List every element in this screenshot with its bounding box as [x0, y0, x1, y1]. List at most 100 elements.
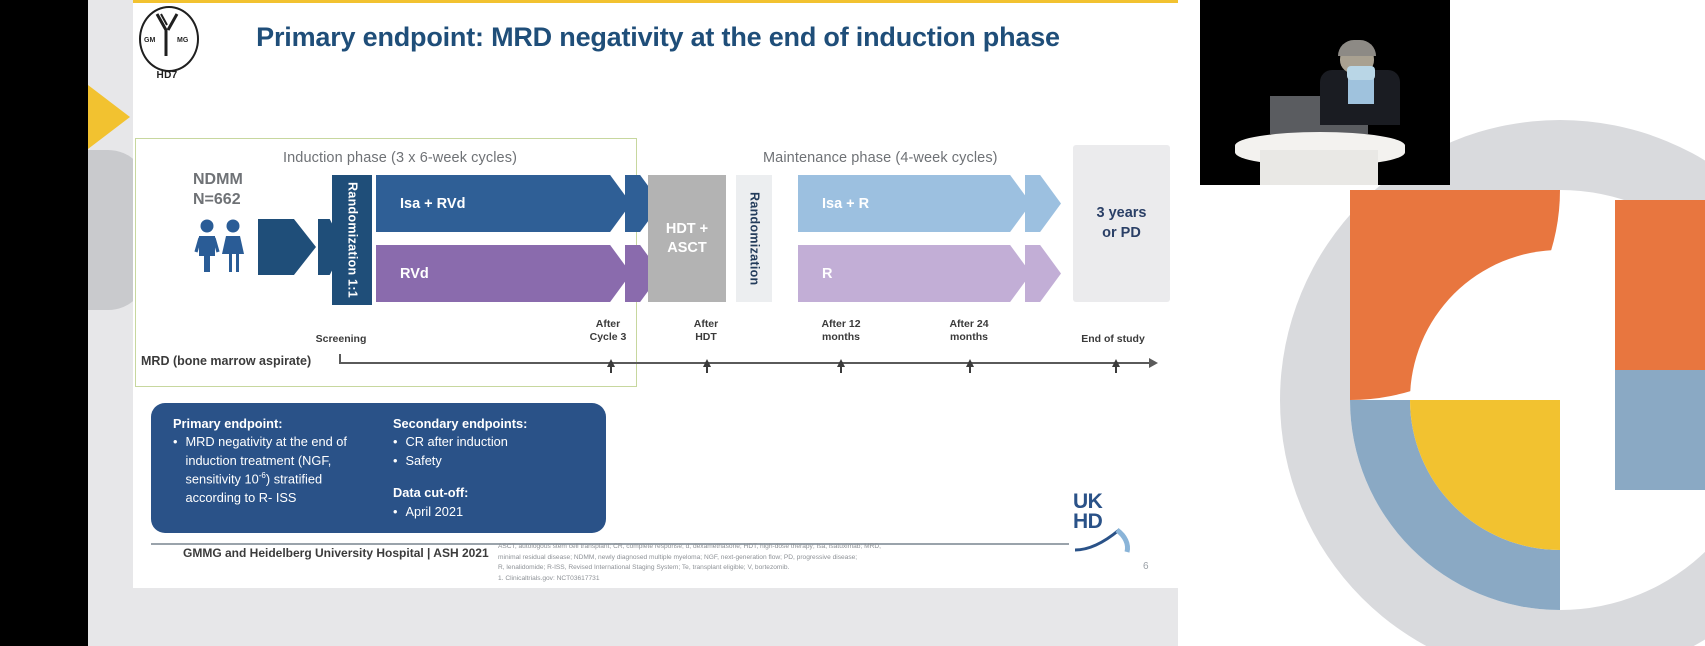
speaker-video-thumbnail[interactable]	[1200, 0, 1450, 185]
abbr-line-2: minimal residual disease; NDMM, newly di…	[498, 553, 858, 561]
study-end-line2: or PD	[1102, 224, 1141, 241]
pe-l3: (NGF, sensitivity 10	[185, 452, 332, 487]
pe-l4: stratified according to R-	[185, 471, 323, 505]
presentation-slide: GM MG HD7 Primary endpoint: MRD negativi…	[133, 0, 1178, 588]
abbr-line-3: R, lenalidomide; R-ISS, Revised Internat…	[498, 564, 790, 572]
data-cutoff-item: • April 2021	[393, 503, 588, 521]
patients-icon	[194, 219, 244, 272]
tp2-line1: After	[693, 318, 719, 330]
abbr-line-1: ASCT, autologous stem cell transplant; C…	[498, 543, 881, 550]
maintenance-phase-header: Maintenance phase (4-week cycles)	[763, 150, 998, 166]
slide-page-number: 6	[1143, 561, 1149, 572]
timepoint-label-after-12-months: After 12 months	[801, 318, 881, 344]
mrd-marker-stem-2	[706, 365, 708, 373]
mrd-marker-stem-3	[840, 365, 842, 373]
arm-isa-r-chevron-2-icon	[1025, 175, 1061, 232]
population-label: NDMM N=662	[193, 170, 243, 210]
slide-top-rule	[133, 0, 1178, 3]
footer-attribution: GMMG and Heidelberg University Hospital …	[183, 546, 489, 560]
timepoint-label-end-of-study: End of study	[1081, 333, 1145, 345]
speaker-hair	[1338, 40, 1376, 56]
decorative-background-panel	[1175, 0, 1705, 646]
letterbox-left	[0, 0, 88, 646]
podium-base	[1260, 150, 1378, 185]
tp4-line2: months	[950, 331, 988, 344]
tp3-line2: months	[822, 331, 860, 344]
mrd-axis-label: MRD (bone marrow aspirate)	[141, 354, 312, 368]
randomization-2-label: Randomization	[747, 191, 762, 286]
mrd-marker-arrow-5-icon	[1112, 359, 1120, 367]
arm-rvd-label: RVd	[400, 265, 429, 282]
slide-title: Primary endpoint: MRD negativity at the …	[256, 22, 1060, 52]
tp4-line1: After 24	[949, 318, 989, 330]
mrd-marker-stem-1	[610, 365, 612, 373]
abbr-line-4: 1. Clinicaltrials.gov: NCT03617731	[498, 574, 600, 582]
pe-l1: MRD negativity at the end	[185, 434, 333, 450]
footer-abbreviations: ASCT, autologous stem cell transplant; C…	[498, 542, 1028, 584]
timepoint-label-after-hdt: After HDT	[671, 318, 741, 344]
arm-r-label: R	[822, 265, 833, 282]
secondary-endpoint-item-2: • Safety	[393, 452, 588, 470]
arm-r-chevron-2-icon	[1025, 245, 1061, 302]
ukhd-swoosh-icon	[1074, 528, 1130, 553]
data-cutoff-text: April 2021	[405, 503, 464, 519]
logo-subtext: HD7	[156, 70, 178, 81]
induction-phase-header: Induction phase (3 x 6-week cycles)	[283, 150, 517, 166]
primary-endpoint-text: MRD negativity at the end of induction t…	[185, 433, 378, 507]
study-end-box: 3 years or PD	[1073, 145, 1170, 302]
hdt-asct-box: HDT + ASCT	[648, 175, 726, 302]
arm-rvd-bar: RVd	[376, 245, 598, 302]
logo-right-text: MG	[177, 37, 189, 44]
decor-bar-orange	[1615, 200, 1705, 370]
endpoints-panel: Primary endpoint: • MRD negativity at th…	[151, 403, 606, 533]
antibody-y-icon	[155, 13, 179, 56]
mrd-marker-arrow-2-icon	[703, 359, 711, 367]
pe-l5: ISS	[275, 489, 297, 505]
pe-paren: )	[265, 471, 271, 487]
randomization-2-block: Randomization	[736, 175, 772, 302]
pe-superscript: -6	[258, 471, 266, 481]
secondary-endpoint-column: Secondary endpoints: • CR after inductio…	[393, 415, 588, 521]
secondary-endpoint-heading: Secondary endpoints:	[393, 416, 528, 431]
mrd-marker-arrow-4-icon	[966, 359, 974, 367]
hdt-asct-line2: ASCT	[667, 239, 707, 256]
timepoint-label-after-24-months: After 24 months	[929, 318, 1009, 344]
decor-triangle-yellow	[88, 85, 130, 149]
gmmg-logo: GM MG HD7	[133, 4, 201, 86]
logo-oval-icon	[139, 6, 199, 72]
timeline-axis	[339, 362, 1151, 364]
timepoint-label-after-cycle3: After Cycle 3	[573, 318, 643, 344]
timeline-axis-arrowhead-icon	[1149, 358, 1158, 368]
mrd-marker-stem-5	[1115, 365, 1117, 373]
mrd-marker-arrow-3-icon	[837, 359, 845, 367]
tp1-line1: After	[595, 318, 621, 330]
randomization-1-block: Randomization 1:1	[332, 175, 372, 305]
mrd-marker-stem-4	[969, 365, 971, 373]
randomization-1-label: Randomization	[345, 181, 360, 276]
study-end-line1: 3 years	[1096, 204, 1147, 221]
randomization-1-ratio: 1:1	[345, 279, 360, 299]
primary-endpoint-column: Primary endpoint: • MRD negativity at th…	[173, 415, 378, 507]
timeline-axis-start-cap	[339, 354, 341, 363]
pe-l2: of induction treatment	[185, 434, 347, 468]
arm-r-bar: R	[798, 245, 998, 302]
timepoint-label-screening: Screening	[315, 333, 367, 345]
data-cutoff-heading: Data cut-off:	[393, 485, 469, 501]
secondary-endpoint-item-1: • CR after induction	[393, 433, 588, 451]
bullet-icon: •	[393, 503, 398, 519]
footer-divider	[151, 543, 1069, 545]
secondary-endpoint-text-2: Safety	[405, 452, 442, 468]
population-count: N=662	[193, 191, 241, 208]
hdt-asct-line1: HDT +	[665, 220, 709, 237]
tp2-line2: HDT	[695, 331, 717, 344]
mrd-marker-arrow-1-icon	[607, 359, 615, 367]
speaker-mask	[1347, 66, 1375, 80]
ukhd-logo-line2: HD	[1073, 509, 1103, 533]
arm-isa-rvd-label: Isa + RVd	[400, 195, 466, 212]
ukhd-logo-line1: UK	[1073, 490, 1103, 513]
decor-bar-blue	[1615, 370, 1705, 490]
bullet-icon: •	[173, 434, 178, 450]
bullet-icon: •	[393, 434, 398, 450]
bullet-icon: •	[393, 452, 398, 468]
